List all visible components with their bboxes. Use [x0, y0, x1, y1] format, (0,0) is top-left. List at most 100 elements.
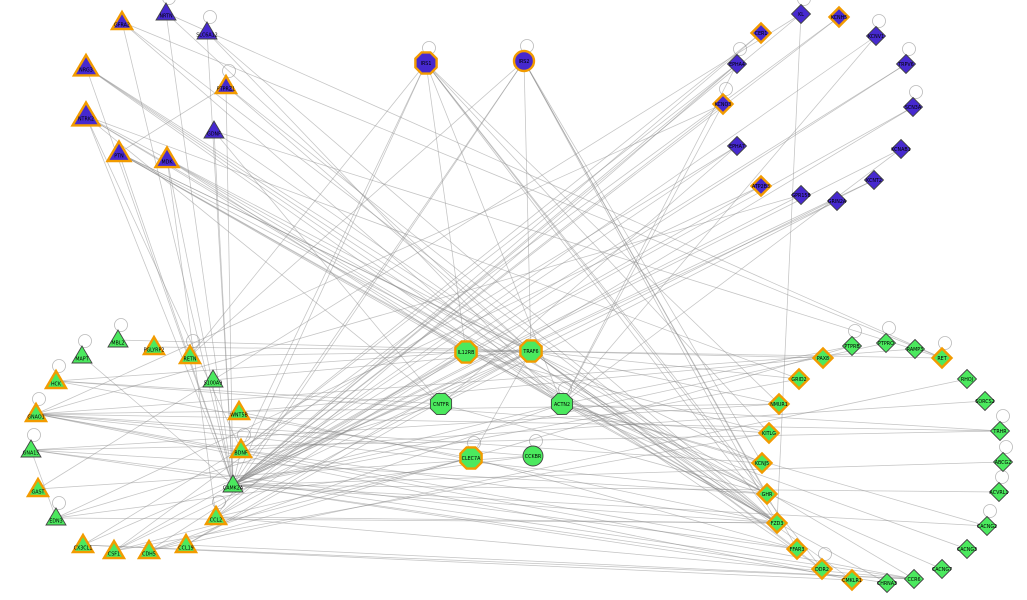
- graph-node-trhr[interactable]: TRHR: [989, 420, 1011, 442]
- diamond-node-shape[interactable]: [790, 3, 812, 25]
- diamond-node-shape[interactable]: [992, 451, 1014, 473]
- graph-node-gfra2[interactable]: GFRA2: [109, 9, 135, 31]
- octagon-node-shape[interactable]: [459, 446, 483, 470]
- diamond-node-shape[interactable]: [903, 568, 925, 590]
- diamond-node-shape[interactable]: [875, 332, 897, 354]
- graph-node-kcnab1[interactable]: KCNAB1: [890, 138, 912, 160]
- graph-node-slc6a12[interactable]: SLC6A12: [196, 21, 218, 40]
- diamond-node-shape[interactable]: [876, 572, 898, 594]
- graph-node-cntfr[interactable]: CNTFR: [429, 392, 453, 416]
- graph-node-atp2b3[interactable]: ATP2B3: [749, 174, 773, 198]
- graph-node-pax8[interactable]: PAX8: [811, 346, 835, 370]
- diamond-node-shape[interactable]: [826, 190, 848, 212]
- graph-node-traf6[interactable]: TRAF6: [519, 339, 543, 363]
- graph-node-ret[interactable]: RET: [930, 346, 954, 370]
- graph-node-kcnv1[interactable]: KCNV1: [865, 25, 887, 47]
- diamond-node-shape[interactable]: [902, 96, 924, 118]
- triangle-node-shape[interactable]: [20, 439, 42, 458]
- graph-node-mbl2[interactable]: MBL2: [107, 329, 129, 348]
- graph-node-mapt[interactable]: MAPT: [71, 345, 93, 364]
- octagon-node-shape[interactable]: [429, 392, 453, 416]
- graph-node-gna15[interactable]: GNA15: [20, 439, 42, 458]
- diamond-node-shape[interactable]: [976, 515, 998, 537]
- graph-node-scn3a[interactable]: SCN3A: [902, 96, 924, 118]
- graph-node-nrtn[interactable]: NRTN: [155, 2, 177, 21]
- triangle-node-shape[interactable]: [71, 345, 93, 364]
- diamond-node-shape[interactable]: [711, 92, 735, 116]
- triangle-node-shape[interactable]: [226, 399, 252, 421]
- diamond-node-shape[interactable]: [767, 392, 791, 416]
- graph-node-hck[interactable]: HCK: [43, 368, 69, 390]
- diamond-node-shape[interactable]: [890, 138, 912, 160]
- diamond-node-shape[interactable]: [787, 367, 811, 391]
- graph-node-actn2[interactable]: ACTN2: [550, 392, 574, 416]
- diamond-node-shape[interactable]: [974, 390, 996, 412]
- graph-node-mdk[interactable]: MDK: [153, 145, 181, 169]
- graph-node-kl[interactable]: KL: [790, 3, 812, 25]
- diamond-node-shape[interactable]: [790, 184, 812, 206]
- graph-node-bdnf[interactable]: BDNF: [228, 437, 254, 459]
- triangle-node-shape[interactable]: [203, 504, 229, 526]
- diamond-node-shape[interactable]: [750, 451, 774, 475]
- triangle-node-shape[interactable]: [177, 343, 203, 365]
- triangle-node-shape[interactable]: [196, 21, 218, 40]
- diamond-node-shape[interactable]: [988, 481, 1010, 503]
- diamond-node-shape[interactable]: [840, 568, 864, 592]
- graph-node-cacng7[interactable]: CACNG7: [931, 558, 953, 580]
- triangle-node-shape[interactable]: [43, 368, 69, 390]
- diamond-node-shape[interactable]: [765, 511, 789, 535]
- graph-node-cmklr1[interactable]: CMKLR1: [840, 568, 864, 592]
- graph-node-trpv6[interactable]: TRPV6: [895, 53, 917, 75]
- triangle-node-shape[interactable]: [228, 437, 254, 459]
- graph-node-grid2[interactable]: GRID2: [787, 367, 811, 391]
- graph-node-kcnt2[interactable]: KCNT2: [863, 169, 885, 191]
- graph-node-ptn[interactable]: PTN: [105, 139, 133, 163]
- graph-node-edn3[interactable]: EDN3: [45, 507, 67, 526]
- triangle-node-shape[interactable]: [109, 9, 135, 31]
- graph-node-acvrl1[interactable]: ACVRL1: [988, 481, 1010, 503]
- diamond-node-shape[interactable]: [726, 53, 748, 75]
- graph-node-abcg2[interactable]: ABCG2: [992, 451, 1014, 473]
- triangle-node-shape[interactable]: [203, 120, 225, 139]
- circle-node-shape[interactable]: [522, 445, 544, 467]
- diamond-node-shape[interactable]: [749, 21, 773, 45]
- triangle-node-shape[interactable]: [153, 145, 181, 169]
- graph-node-rhoj[interactable]: RHOJ: [956, 368, 978, 390]
- graph-node-sorcs2[interactable]: SORCS2: [974, 390, 996, 412]
- graph-node-ntrk2[interactable]: NTRK2: [70, 100, 102, 127]
- graph-node-cacng3[interactable]: CACNG3: [956, 538, 978, 560]
- diamond-node-shape[interactable]: [749, 174, 773, 198]
- diamond-node-shape[interactable]: [930, 346, 954, 370]
- triangle-node-shape[interactable]: [105, 139, 133, 163]
- diamond-node-shape[interactable]: [895, 53, 917, 75]
- diamond-node-shape[interactable]: [726, 135, 748, 157]
- triangle-node-shape[interactable]: [70, 532, 96, 554]
- graph-node-ccl19[interactable]: CCL19: [173, 532, 199, 554]
- graph-node-gdnf[interactable]: GDNF: [203, 120, 225, 139]
- triangle-node-shape[interactable]: [173, 532, 199, 554]
- octagon-node-shape[interactable]: [414, 51, 438, 75]
- triangle-node-shape[interactable]: [155, 2, 177, 21]
- diamond-node-shape[interactable]: [785, 537, 809, 561]
- diamond-node-shape[interactable]: [863, 169, 885, 191]
- octagon-node-shape[interactable]: [519, 339, 543, 363]
- triangle-node-shape[interactable]: [141, 334, 167, 356]
- graph-node-gnao1[interactable]: GNAO1: [23, 401, 49, 423]
- graph-node-pglyrp2[interactable]: PGLYRP2: [141, 334, 167, 356]
- graph-node-gpr158[interactable]: GPR158: [790, 184, 812, 206]
- graph-node-ptprb[interactable]: PTPRB: [841, 335, 863, 357]
- graph-node-irs2[interactable]: IRS2: [512, 49, 536, 73]
- triangle-node-shape[interactable]: [45, 507, 67, 526]
- diamond-node-shape[interactable]: [757, 421, 781, 445]
- diamond-node-shape[interactable]: [827, 5, 851, 29]
- diamond-node-shape[interactable]: [810, 557, 834, 581]
- triangle-node-shape[interactable]: [70, 100, 102, 127]
- triangle-node-shape[interactable]: [101, 538, 127, 560]
- graph-node-kcnh5[interactable]: KCNH5: [827, 5, 851, 29]
- diamond-node-shape[interactable]: [956, 538, 978, 560]
- diamond-node-shape[interactable]: [956, 368, 978, 390]
- diamond-node-shape[interactable]: [865, 25, 887, 47]
- diamond-node-shape[interactable]: [989, 420, 1011, 442]
- triangle-node-shape[interactable]: [222, 474, 244, 493]
- graph-node-ptprz1[interactable]: PTPRZ1: [213, 73, 239, 95]
